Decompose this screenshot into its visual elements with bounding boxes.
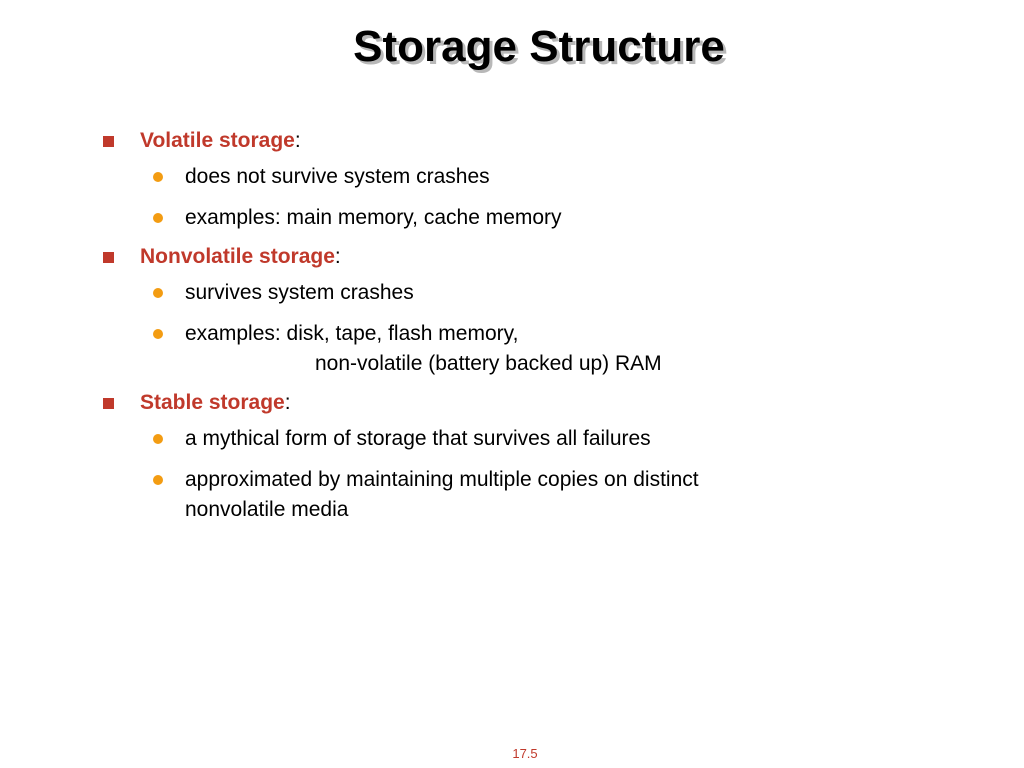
- page-title: Storage Structure: [353, 22, 725, 71]
- term-label: Volatile storage: [140, 129, 295, 152]
- term-suffix: :: [334, 245, 341, 268]
- section-nonvolatile-storage: Nonvolatile storage: survives system cra…: [100, 244, 980, 379]
- list-item-level2: does not survive system crashes: [100, 162, 980, 192]
- list-item-level1: Nonvolatile storage:: [100, 244, 980, 278]
- list-item-level1: Volatile storage:: [100, 128, 980, 162]
- square-bullet-icon: [103, 398, 114, 409]
- section-stable-storage: Stable storage: a mythical form of stora…: [100, 390, 980, 525]
- item-continuation-text: non-volatile (battery backed up) RAM: [315, 352, 662, 375]
- bullet-list: Volatile storage: does not survive syste…: [100, 128, 980, 536]
- page-number: 17.5: [512, 746, 538, 761]
- dot-bullet-icon: [153, 172, 163, 182]
- list-item-level2: examples: disk, tape, flash memory, non-…: [100, 319, 980, 379]
- term-label: Nonvolatile storage: [140, 245, 335, 268]
- item-text: approximated by maintaining multiple cop…: [185, 468, 699, 491]
- item-text: examples: disk, tape, flash memory,: [185, 322, 519, 345]
- dot-bullet-icon: [153, 434, 163, 444]
- item-text: a mythical form of storage that survives…: [185, 427, 651, 450]
- list-item-level2: approximated by maintaining multiple cop…: [100, 465, 980, 525]
- item-text: survives system crashes: [185, 281, 414, 304]
- term-suffix: :: [294, 129, 301, 152]
- dot-bullet-icon: [153, 329, 163, 339]
- item-text: examples: main memory, cache memory: [185, 206, 562, 229]
- item-text: does not survive system crashes: [185, 165, 490, 188]
- list-item-level2: survives system crashes: [100, 278, 980, 308]
- list-item-level1: Stable storage:: [100, 390, 980, 424]
- term-label: Stable storage: [140, 391, 285, 414]
- dot-bullet-icon: [153, 288, 163, 298]
- dot-bullet-icon: [153, 475, 163, 485]
- square-bullet-icon: [103, 136, 114, 147]
- term-suffix: :: [284, 391, 291, 414]
- dot-bullet-icon: [153, 213, 163, 223]
- item-continuation-text: nonvolatile media: [185, 498, 349, 521]
- list-item-level2: examples: main memory, cache memory: [100, 203, 980, 233]
- square-bullet-icon: [103, 252, 114, 263]
- section-volatile-storage: Volatile storage: does not survive syste…: [100, 128, 980, 233]
- list-item-level2: a mythical form of storage that survives…: [100, 424, 980, 454]
